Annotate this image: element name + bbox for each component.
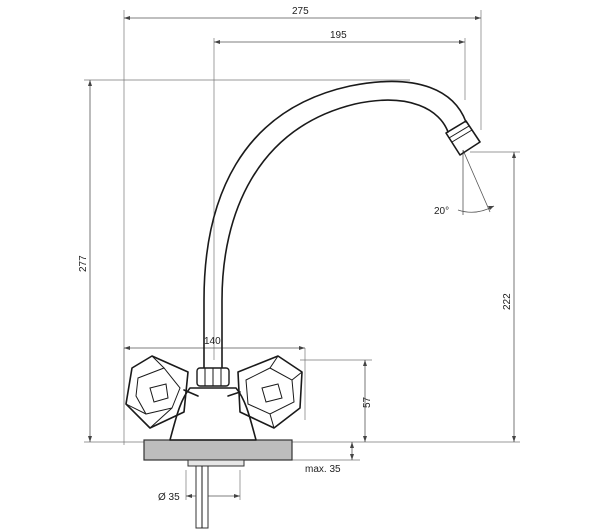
mounting-rod xyxy=(195,465,209,529)
dimension-handle-spacing-label: 140 xyxy=(204,336,221,347)
mounting-plate xyxy=(187,459,245,467)
countertop xyxy=(143,439,293,461)
dimension-width-total: 275 xyxy=(124,6,481,20)
dimension-height-total-label: 277 xyxy=(78,255,89,272)
spout-nut xyxy=(196,367,230,387)
dimension-max-counter-label: max. 35 xyxy=(305,464,341,475)
dimension-reach-label: 195 xyxy=(330,30,347,41)
dimension-hole-diameter-label: Ø 35 xyxy=(158,492,180,503)
dimension-width-total-label: 275 xyxy=(292,6,309,17)
valve-body xyxy=(169,387,257,441)
dimension-spout-angle-label: 20° xyxy=(434,206,449,217)
right-handle xyxy=(227,355,303,429)
dimension-spout-angle: 20° xyxy=(434,149,495,217)
left-handle xyxy=(125,355,199,429)
dimension-spout-height: 222 xyxy=(502,152,516,442)
dimension-hole-diameter: Ø 35 xyxy=(158,492,240,503)
dimension-base-height-label: 57 xyxy=(362,396,373,408)
dimension-height-total: 277 xyxy=(78,80,92,442)
dimension-base-height: 57 xyxy=(362,360,373,442)
faucet xyxy=(125,80,481,529)
dimension-spout-height-label: 222 xyxy=(502,293,513,310)
dimension-handle-spacing: 140 xyxy=(124,336,305,350)
aerator xyxy=(445,120,481,156)
dimension-reach: 195 xyxy=(214,30,465,44)
spout xyxy=(203,80,481,373)
dimension-max-counter: max. 35 xyxy=(305,442,354,475)
